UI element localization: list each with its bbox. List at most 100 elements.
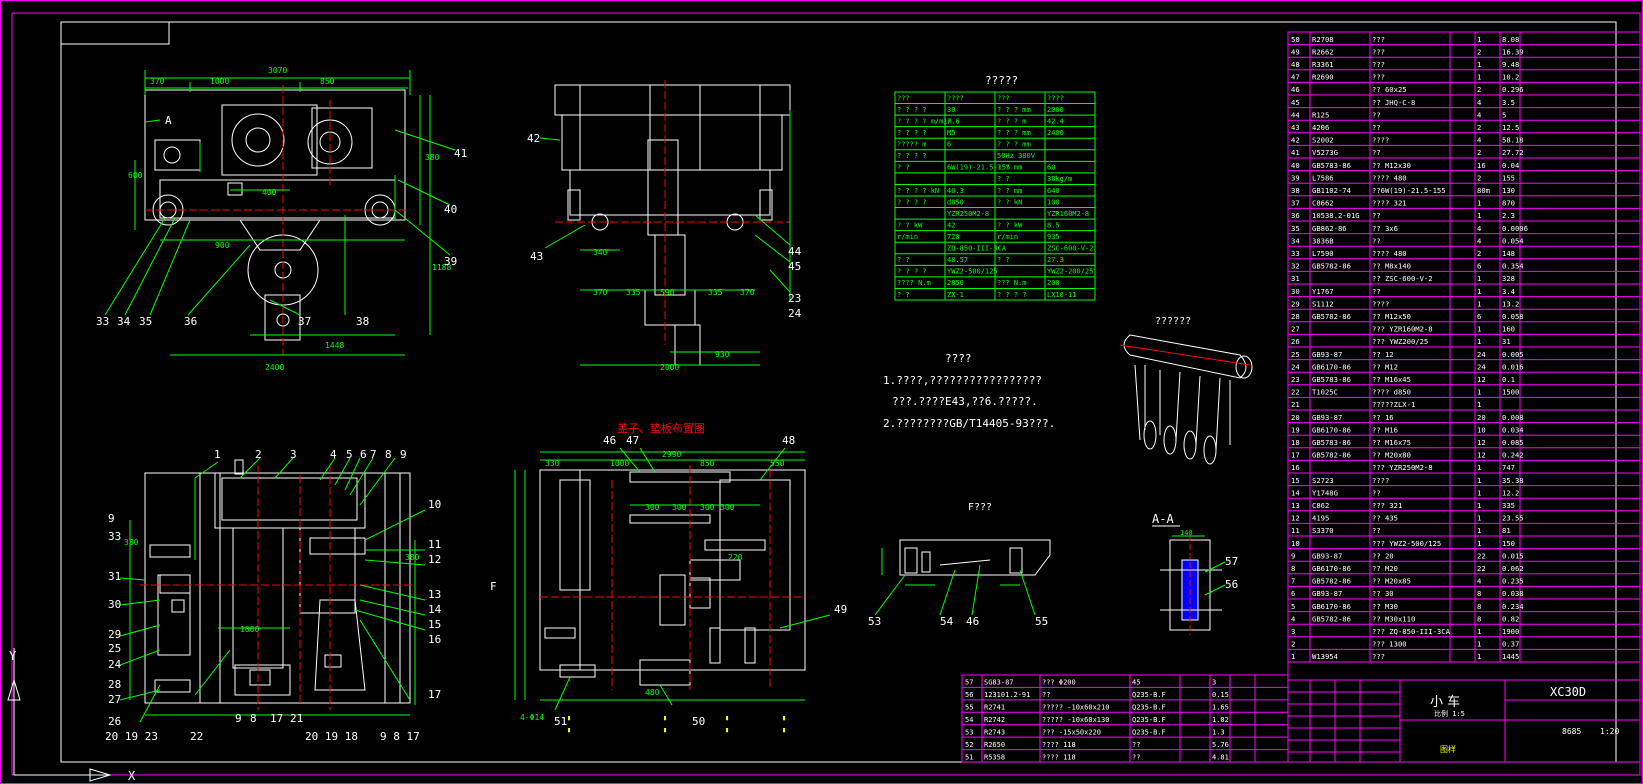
bom-cell: 43 (1291, 123, 1300, 132)
bom-cell: S3370 (1312, 526, 1334, 535)
bom-cell: 26 (1291, 337, 1300, 346)
bom-cell: 4195 (1312, 514, 1329, 523)
bom-cell: 155 (1502, 173, 1515, 182)
bom-cell: ?? 16 (1372, 413, 1394, 422)
dim-text: 2400 (265, 363, 284, 372)
bom-cell: 1900 (1502, 627, 1519, 636)
spec-cell: ? ? ? ? (897, 152, 927, 160)
drawing-weight: 8685 (1562, 727, 1581, 736)
bom-cell: ???? 480 (1372, 173, 1407, 182)
dim-text: 3070 (268, 66, 287, 75)
part-label: 1 (214, 448, 221, 461)
bom-cell: 0.15 (1212, 691, 1229, 699)
part-label: 44 (788, 245, 802, 258)
part-label: 48 (782, 434, 795, 447)
spec-cell: 60 (1047, 164, 1055, 172)
bom-cell: 56 (965, 691, 973, 699)
bom-cell: Q235-B.F (1132, 728, 1166, 736)
bom-cell: ??? YWZ2-500/125 (1372, 539, 1441, 548)
bom-cell: R2708 (1312, 35, 1334, 44)
bom-cell: 7 (1291, 577, 1295, 586)
spec-cell: ? ? kN (997, 198, 1022, 206)
bom-cell: 33 (1291, 249, 1300, 258)
spec-cell: 48.57 (947, 256, 968, 264)
dim-text: 1000 (240, 625, 259, 634)
bom-cell: 328 (1502, 274, 1515, 283)
part-label: 38 (356, 315, 369, 328)
dim-text: 335 (626, 288, 641, 297)
bom-cell: 25 (1291, 350, 1300, 359)
bom-cell: ?? (1042, 691, 1050, 699)
bom-cell: 0.235 (1502, 577, 1524, 586)
part-label: 51 (554, 715, 567, 728)
spec-title: ????? (985, 74, 1018, 87)
bom-cell: 0.234 (1502, 602, 1524, 611)
dim-text: 550 (770, 459, 785, 468)
bom-cell: 9 (1291, 551, 1295, 560)
svg-text:▮: ▮ (663, 726, 667, 734)
part-label: 46 (603, 434, 616, 447)
part-label: 35 (139, 315, 152, 328)
bom-cell: 17 (1291, 451, 1300, 460)
bom-cell: ???? (1372, 476, 1389, 485)
spec-cell: r/min (897, 233, 918, 241)
bom-cell: 12.5 (1502, 123, 1519, 132)
bom-cell: 1 (1477, 73, 1481, 82)
bom-cell: 0.242 (1502, 451, 1524, 460)
bom-cell: ???? (1372, 136, 1389, 145)
dim-text: 220 (728, 553, 743, 562)
bom-cell: ?? (1372, 526, 1381, 535)
bom-cell: GB1102-74 (1312, 186, 1351, 195)
bom-cell: ?? (1372, 236, 1381, 245)
side-view: 340 370 335 590 335 370 930 2000 42 43 4… (527, 80, 802, 372)
part-label: F (490, 580, 497, 593)
spec-cell: ? ? ? ? (897, 129, 927, 137)
spec-cell: ? ? mm (997, 187, 1022, 195)
bom-cell: ?? (1132, 753, 1140, 761)
bom-cell: 10538.2-01G (1312, 211, 1360, 220)
bom-cell: 22 (1477, 564, 1486, 573)
bom-cell: 0.058 (1502, 312, 1524, 321)
spec-cell: YWZ2-500/125 (947, 268, 998, 276)
bom-cell: 1 (1477, 60, 1481, 69)
bom-cell: 42 (1291, 136, 1300, 145)
bom-cell: L7586 (1312, 173, 1334, 182)
bom-cell: ????? -10x60x210 (1042, 704, 1109, 712)
bom-cell: 44 (1291, 110, 1300, 119)
spec-cell: ??? (997, 94, 1010, 102)
ucs-axis-icon: Y X (7, 648, 136, 783)
pulley-label: ?????? (1155, 316, 1191, 327)
bom-cell: 0.82 (1502, 614, 1519, 623)
dim-text: 1448 (325, 341, 344, 350)
bom-cell: 1 (1477, 539, 1481, 548)
bom-cell: ?? M12x50 (1372, 312, 1411, 321)
bom-cell: 335 (1502, 501, 1515, 510)
part-label: 2 (255, 448, 262, 461)
bom-cell: 2 (1291, 640, 1295, 649)
bom-cell: 27 (1291, 325, 1300, 334)
bom-cell: ?? JHQ-C-8 (1372, 98, 1415, 107)
bom-cell: 24 (1291, 362, 1300, 371)
spec-cell: 7.6 (947, 117, 960, 125)
spec-cell: ? ? ? ? kN (897, 187, 939, 195)
bom-cell: ?? 60x25 (1372, 85, 1407, 94)
bom-cell: R2662 (1312, 47, 1334, 56)
bom-cell: GB93-87 (1312, 350, 1342, 359)
dim-text: 300 (700, 503, 715, 512)
bom-cell: ?? M8x140 (1372, 262, 1411, 271)
spec-cell: ? ? (997, 256, 1010, 264)
bom-cell: 46 (1291, 85, 1300, 94)
bom-cell: 3 (1291, 627, 1295, 636)
bom-cell: 57 (965, 679, 973, 687)
bom-cell: GB5782-86 (1312, 262, 1351, 271)
bom-cell: 12 (1477, 438, 1486, 447)
bom-cell: GB93-87 (1312, 551, 1342, 560)
part-label: 25 (108, 642, 121, 655)
bom-cell: 1 (1477, 400, 1481, 409)
bom-cell: R2650 (984, 741, 1005, 749)
spec-cell: 50Hz 380V (997, 152, 1036, 160)
svg-text:▮: ▮ (663, 714, 667, 722)
layout-title: 盖子、垫板布置图 (617, 421, 705, 435)
dim-text: 330 (545, 459, 560, 468)
